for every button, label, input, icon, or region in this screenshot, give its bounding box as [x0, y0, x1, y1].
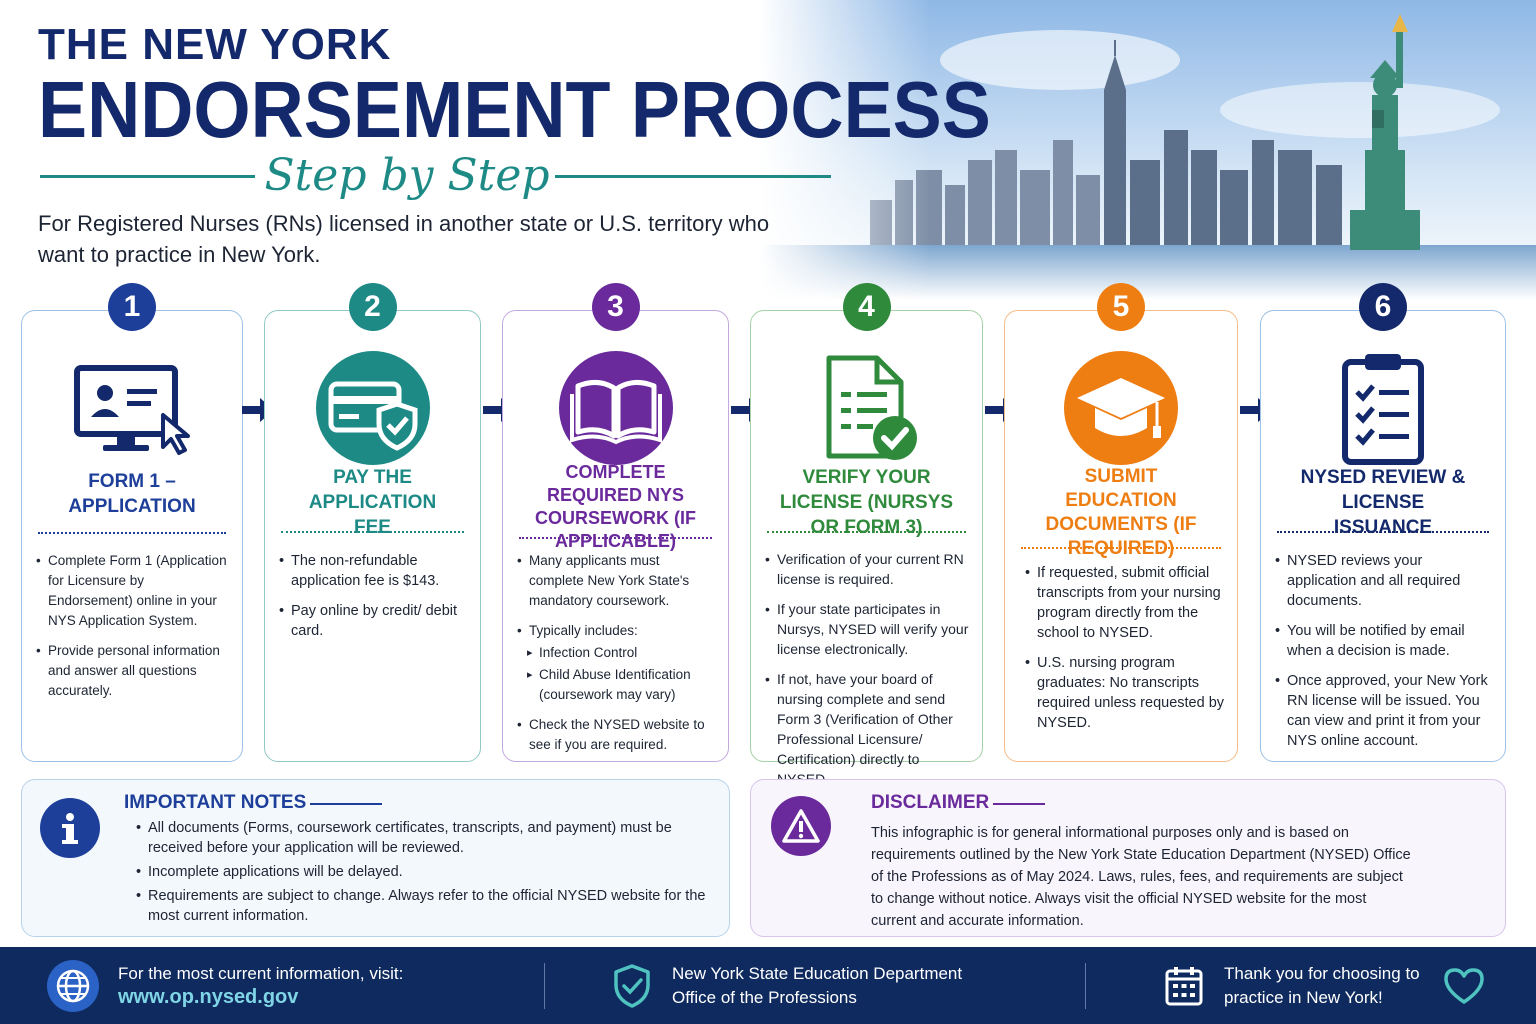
- step-card-3: 3 Complete Required NYS Coursework (If A…: [502, 283, 729, 765]
- footer-dept-line1: New York State Education Department: [672, 963, 963, 983]
- nyc-skyline-illustration: [760, 0, 1536, 300]
- step-card-2: 2 Pay the Application Fee The non-refund…: [264, 283, 481, 762]
- list-item: Complete Form 1 (Application for Licensu…: [36, 551, 232, 631]
- calendar-icon: [1165, 966, 1203, 1005]
- graduation-cap-icon: [1056, 343, 1186, 473]
- list-item: You will be notified by email when a dec…: [1275, 621, 1495, 661]
- heart-icon: [1443, 967, 1484, 1004]
- notes-list: All documents (Forms, coursework certifi…: [136, 818, 709, 930]
- footer-visit-section: For the most current information, visit:…: [46, 947, 403, 1024]
- list-item: Typically includes:: [517, 621, 718, 641]
- subtitle-rule-left: [40, 175, 255, 178]
- footer-separator: [544, 963, 545, 1009]
- list-item: Once approved, your New York RN license …: [1275, 671, 1495, 751]
- footer-dept-section: New York State Education Department Offi…: [612, 947, 962, 1024]
- intro-text: For Registered Nurses (RNs) licensed in …: [38, 211, 770, 267]
- title-rule: [310, 803, 382, 805]
- list-sub-item: Child Abuse Identification (coursework m…: [517, 665, 718, 705]
- step-divider: [1277, 531, 1489, 533]
- step-number-badge: 1: [108, 283, 156, 331]
- step-list: Many applicants must complete New York S…: [517, 551, 718, 765]
- globe-icon: [47, 959, 99, 1012]
- disclaimer-box: Disclaimer This infographic is for gener…: [750, 779, 1506, 937]
- title-rule: [993, 803, 1045, 805]
- step-card-5: 5 Submit Education Documents (If Require…: [1004, 283, 1238, 762]
- warning-icon: [771, 796, 831, 856]
- list-item: If requested, submit official transcript…: [1025, 563, 1227, 643]
- disclaimer-text: This infographic is for general informat…: [871, 825, 1411, 929]
- step-divider: [767, 531, 966, 533]
- step-list: The non-refundable application fee is $1…: [279, 551, 470, 651]
- step-title: Form 1 – Application: [68, 471, 196, 517]
- footer-separator: [1085, 963, 1086, 1009]
- footer-visit-label: For the most current information, visit:: [118, 964, 404, 983]
- step-divider: [281, 531, 464, 533]
- disclaimer-title: Disclaimer: [871, 792, 990, 813]
- list-item: If your state participates in Nursys, NY…: [765, 599, 972, 659]
- list-item: Provide personal information and answer …: [36, 641, 232, 701]
- step-number-badge: 5: [1097, 283, 1145, 331]
- list-item: NYSED reviews your application and all r…: [1275, 551, 1495, 611]
- step-list: Verification of your current RN license …: [765, 549, 972, 799]
- footer-dept-line2: Office of the Professions: [672, 987, 857, 1007]
- list-item: Verification of your current RN license …: [765, 549, 972, 589]
- step-number-badge: 3: [591, 283, 640, 331]
- step-list: If requested, submit official transcript…: [1025, 563, 1227, 743]
- list-item: If not, have your board of nursing compl…: [765, 669, 972, 789]
- footer-website-link[interactable]: www.op.nysed.gov: [118, 986, 299, 1008]
- step-title: Submit Education Documents (If Required): [1045, 466, 1197, 559]
- list-item: All documents (Forms, coursework certifi…: [136, 818, 709, 858]
- step-divider: [1021, 547, 1221, 549]
- step-title: NYSED Review & License Issuance: [1300, 467, 1466, 538]
- list-item: Many applicants must complete New York S…: [517, 551, 718, 611]
- footer-thanks-line1: Thank you for choosing to: [1224, 963, 1420, 983]
- step-card-1: 1 Form 1 – Application Complete Form 1 (…: [21, 283, 243, 762]
- step-card-4: 4 Verify Your License (Nursys or Form 3)…: [750, 283, 983, 787]
- footer-thanks-section: Thank you for choosing to practice in Ne…: [1164, 947, 1486, 1024]
- list-item: The non-refundable application fee is $1…: [279, 551, 470, 591]
- step-title: Complete Required NYS Coursework (If App…: [535, 462, 696, 551]
- step-list: Complete Form 1 (Application for Licensu…: [36, 551, 232, 711]
- step-number-badge: 6: [1359, 283, 1407, 331]
- document-check-icon: [802, 343, 932, 473]
- list-item: U.S. nursing program graduates: No trans…: [1025, 653, 1227, 733]
- open-book-icon: [551, 343, 681, 473]
- credit-card-shield-icon: [308, 343, 438, 473]
- step-title: Pay the Application Fee: [308, 467, 437, 538]
- subtitle-rule-right: [555, 175, 831, 178]
- step-divider: [519, 537, 712, 539]
- step-title: Verify Your License (Nursys or Form 3): [779, 467, 954, 538]
- important-notes-box: Important Notes All documents (Forms, co…: [21, 779, 730, 937]
- list-item: Incomplete applications will be delayed.: [136, 862, 709, 882]
- list-item: Requirements are subject to change. Alwa…: [136, 886, 709, 926]
- shield-check-icon: [614, 963, 650, 1008]
- computer-user-icon: [67, 343, 197, 473]
- list-item: Pay online by credit/ debit card.: [279, 601, 470, 641]
- clipboard-checklist-icon: [1318, 343, 1448, 473]
- notes-title: Important Notes: [124, 792, 307, 813]
- list-item: Check the NYSED website to see if you ar…: [517, 715, 718, 755]
- footer: For the most current information, visit:…: [0, 947, 1536, 1024]
- list-sub-item: Infection Control: [517, 643, 718, 663]
- page-title: ENDORSEMENT PROCESS: [38, 65, 991, 154]
- info-icon: [40, 798, 100, 858]
- subtitle: Step by Step: [264, 150, 550, 201]
- step-number-badge: 2: [348, 283, 397, 331]
- footer-thanks-line2: practice in New York!: [1224, 987, 1383, 1007]
- title-small: THE NEW YORK: [38, 20, 392, 69]
- step-card-6: 6 NYSED Review & License Issuance NYSED …: [1260, 283, 1506, 762]
- step-divider: [38, 532, 226, 534]
- step-list: NYSED reviews your application and all r…: [1275, 551, 1495, 761]
- step-number-badge: 4: [842, 283, 891, 331]
